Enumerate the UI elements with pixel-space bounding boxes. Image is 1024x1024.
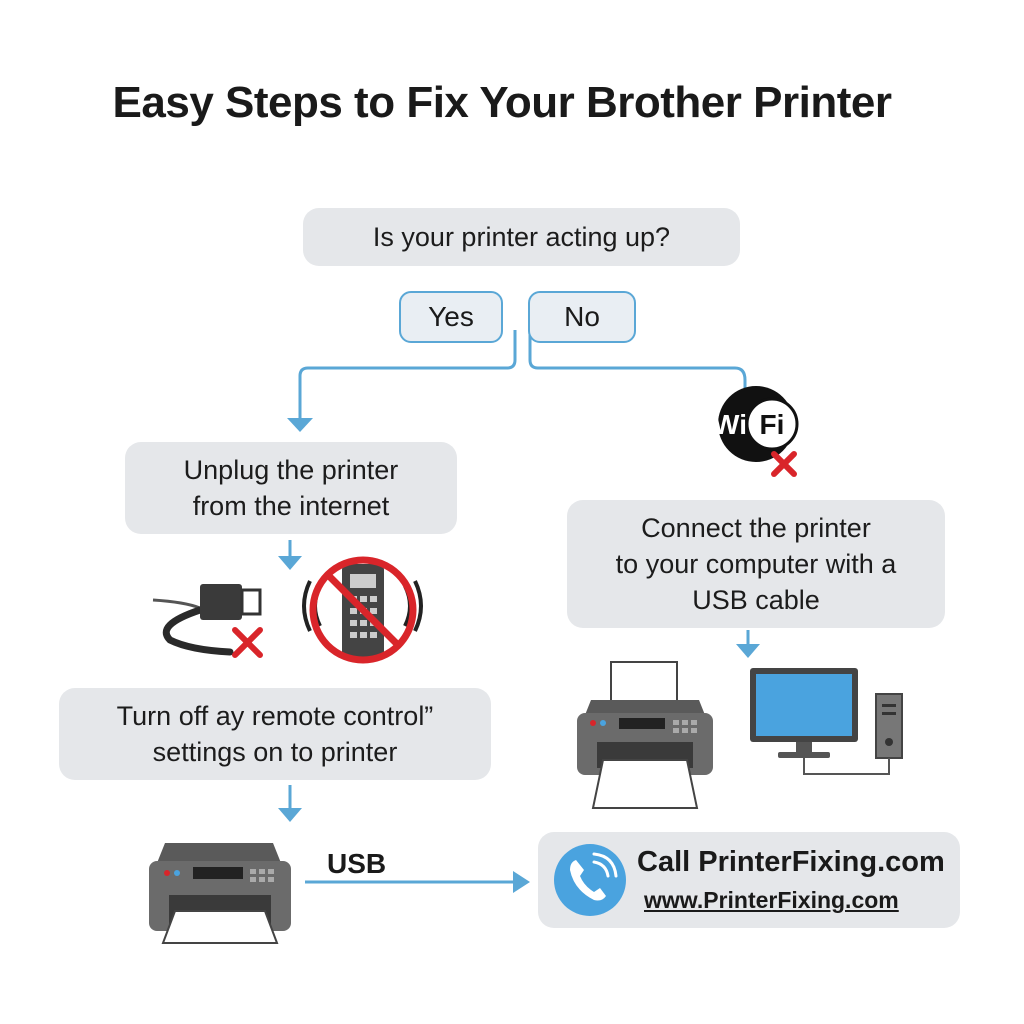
no-remote-control-icon <box>302 556 423 664</box>
wifi-label-left: Wi <box>713 409 747 440</box>
no-option[interactable]: No <box>528 291 636 343</box>
wifi-label-right: Fi <box>760 409 785 440</box>
wifi-disconnected-icon: Wi Fi <box>713 386 799 477</box>
cable-cross-icon <box>232 627 263 658</box>
no-connector <box>528 330 747 388</box>
call-title: Call PrinterFixing.com <box>637 846 945 878</box>
printer-icon <box>149 843 291 944</box>
printer-with-paper-icon <box>577 661 713 809</box>
remote-arrowhead <box>278 808 302 822</box>
usb-arrowhead <box>513 871 530 893</box>
question-box: Is your printer acting up? <box>303 208 740 266</box>
phone-icon <box>554 844 626 916</box>
connect-step-box: Connect the printer to your computer wit… <box>567 500 945 628</box>
wifi-cross-icon <box>771 451 797 477</box>
connect-arrowhead <box>736 644 760 658</box>
yes-arrowhead <box>287 418 313 432</box>
yes-option[interactable]: Yes <box>399 291 503 343</box>
unplug-arrowhead <box>278 556 302 570</box>
usb-label: USB <box>327 848 387 879</box>
yes-connector <box>298 330 517 420</box>
page-title: Easy Steps to Fix Your Brother Printer <box>112 78 892 127</box>
unplug-step-box: Unplug the printer from the internet <box>125 442 457 534</box>
network-cable-icon <box>152 584 263 658</box>
call-url-link[interactable]: www.PrinterFixing.com <box>644 887 899 913</box>
computer-icon <box>750 668 903 775</box>
remote-step-box: Turn off ay remote control” settings on … <box>59 688 491 780</box>
